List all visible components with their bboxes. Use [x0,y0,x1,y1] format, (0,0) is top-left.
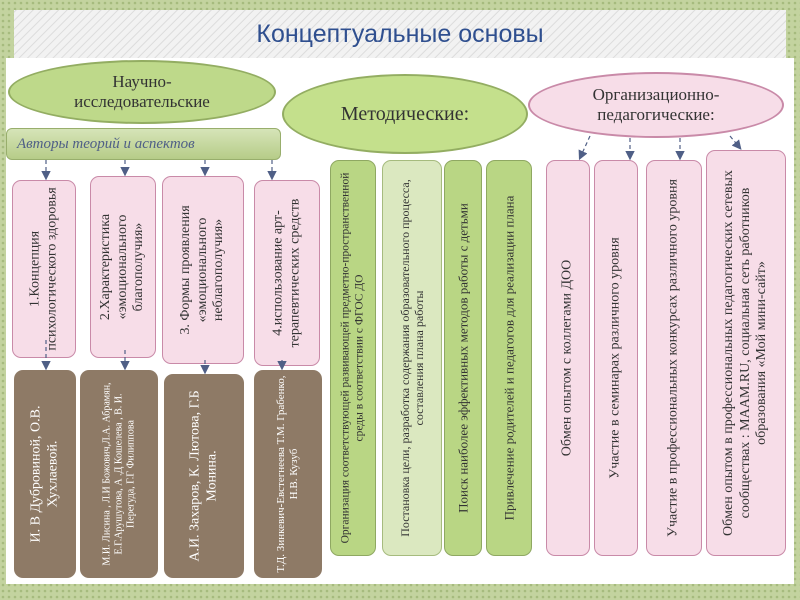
concept-text-4: 4.использование арт-терапевтических сред… [270,198,302,348]
methodical-text-2: Постановка цели, разработка содержания о… [397,179,426,537]
concept-text-3: 3. Формы проявления «эмоционального небл… [178,205,227,335]
methodical-text-3: Поиск наиболее эффективных методов работ… [455,203,471,513]
methodical-oval: Методические: [282,74,528,154]
research-oval: Научно-исследовательские [8,60,276,124]
organizational-text-4: Обмен опытом в профессиональных педагоги… [721,170,770,536]
organizational-box-2: Участие в семинарах различного уровня [594,160,638,556]
author-box-1: И. В Дубровиной, О.В. Хухлаевой. [14,370,76,578]
methodical-box-2: Постановка цели, разработка содержания о… [382,160,442,556]
organizational-text-1: Обмен опытом с коллегами ДОО [559,259,575,457]
methodical-text-1: Организация соответствующей развивающей … [339,172,365,544]
concept-box-3: 3. Формы проявления «эмоционального небл… [162,176,244,364]
concept-box-4: 4.использование арт-терапевтических сред… [254,180,320,366]
organizational-box-4: Обмен опытом в профессиональных педагоги… [706,150,786,556]
methodical-box-4: Привлечение родителей и педагогов для ре… [486,160,532,556]
methodical-box-3: Поиск наиболее эффективных методов работ… [444,160,482,556]
author-text-2: М.И. Лисина , Л.И Божович,Л.А. Абрамян, … [101,382,136,566]
author-text-4: Т.Д. Зинкевич-Евстегнеева Т.М. Грабенко,… [275,375,300,573]
author-box-3: А.И. Захаров, К. Лютова, Г.Б Монина. [164,374,244,578]
author-box-4: Т.Д. Зинкевич-Евстегнеева Т.М. Грабенко,… [254,370,322,578]
organizational-oval: Организационно-педагогические: [528,72,784,138]
concept-box-2: 2.Характеристика «эмоционального благопо… [90,176,156,358]
methodical-oval-label: Методические: [340,103,470,125]
research-oval-label: Научно-исследовательские [74,71,210,111]
organizational-box-1: Обмен опытом с коллегами ДОО [546,160,590,556]
concept-text-2: 2.Характеристика «эмоционального благопо… [98,213,147,321]
author-text-1: И. В Дубровиной, О.В. Хухлаевой. [28,405,60,543]
organizational-text-2: Участие в семинарах различного уровня [607,237,623,479]
organizational-box-3: Участие в профессиональных конкурсах раз… [646,160,702,556]
page-title: Концептуальные основы [256,20,544,48]
author-box-2: М.И. Лисина , Л.И Божович,Л.А. Абрамян, … [80,370,158,578]
methodical-box-1: Организация соответствующей развивающей … [330,160,376,556]
authors-bar: Авторы теорий и аспектов [6,128,281,160]
author-text-3: А.И. Захаров, К. Лютова, Г.Б Монина. [187,390,219,562]
organizational-oval-label: Организационно-педагогические: [592,84,720,124]
methodical-text-4: Привлечение родителей и педагогов для ре… [501,195,517,521]
concept-box-1: 1.Концепция психологического здоровья [12,180,76,358]
concept-text-1: 1.Концепция психологического здоровья [27,187,59,351]
organizational-text-3: Участие в профессиональных конкурсах раз… [665,179,681,537]
